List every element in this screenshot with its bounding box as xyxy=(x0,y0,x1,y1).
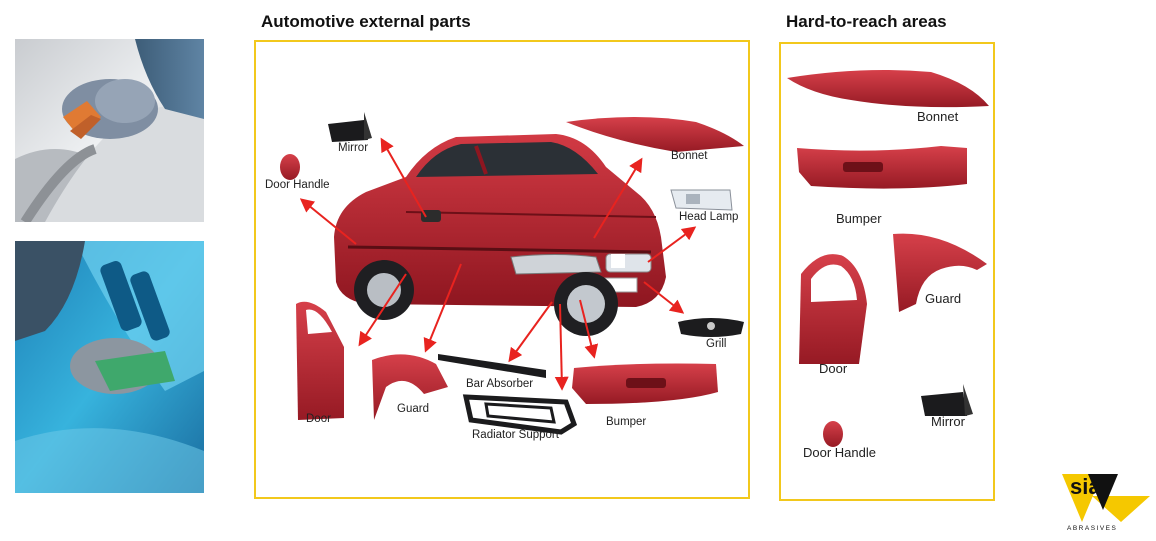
logo-tagline-text: ABRASIVES xyxy=(1067,525,1117,532)
bumper-label: Bumper xyxy=(836,211,882,226)
guard-part xyxy=(372,354,448,420)
bar-absorber-part xyxy=(438,354,546,378)
arrow-icon xyxy=(299,137,697,391)
head-lamp-part xyxy=(670,189,733,211)
mirror-part xyxy=(921,384,973,416)
door-handle-label: Door Handle xyxy=(803,445,876,460)
door-part xyxy=(296,301,344,420)
radiator-support-label: Radiator Support xyxy=(472,429,560,441)
mirror-label: Mirror xyxy=(338,142,368,154)
hard-to-reach-diagram: Bonnet Bumper Guard Door Mirror Door Han… xyxy=(787,70,989,460)
radiator-support-part xyxy=(462,394,578,435)
guard-label: Guard xyxy=(925,291,961,306)
hard-to-reach-heading: Hard-to-reach areas xyxy=(786,12,947,31)
door-label: Door xyxy=(819,361,848,376)
external-parts-frame: Mirror Door Handle Bonnet Head Lamp Gril… xyxy=(254,40,750,499)
bonnet-label: Bonnet xyxy=(917,109,959,124)
door-handle-part xyxy=(280,154,300,180)
car-illustration xyxy=(334,134,666,336)
door-handle-part xyxy=(823,421,843,447)
logo-brand-text: sia xyxy=(1070,474,1101,499)
bonnet-part xyxy=(787,70,989,108)
sanding-photo-blue xyxy=(15,241,204,493)
mirror-part xyxy=(328,112,372,142)
guard-label: Guard xyxy=(397,403,429,415)
hard-to-reach-frame: Bonnet Bumper Guard Door Mirror Door Han… xyxy=(779,42,995,501)
door-part xyxy=(799,254,867,364)
grill-part xyxy=(678,318,744,337)
mirror-label: Mirror xyxy=(931,414,966,429)
bar-absorber-label: Bar Absorber xyxy=(466,378,533,390)
external-parts-heading: Automotive external parts xyxy=(261,12,471,31)
external-parts-diagram: Mirror Door Handle Bonnet Head Lamp Gril… xyxy=(265,112,744,441)
door-label: Door xyxy=(306,413,331,425)
bumper-label: Bumper xyxy=(606,416,646,428)
bonnet-part xyxy=(566,117,744,152)
guard-part xyxy=(893,233,987,312)
door-handle-label: Door Handle xyxy=(265,179,330,191)
bumper-part xyxy=(797,146,967,189)
sia-abrasives-logo: sia ABRASIVES xyxy=(1062,474,1152,536)
bumper-part xyxy=(572,363,718,404)
bonnet-label: Bonnet xyxy=(671,150,708,162)
sanding-photo-grey xyxy=(15,39,204,222)
grill-label: Grill xyxy=(706,338,726,350)
head-lamp-label: Head Lamp xyxy=(679,211,738,223)
